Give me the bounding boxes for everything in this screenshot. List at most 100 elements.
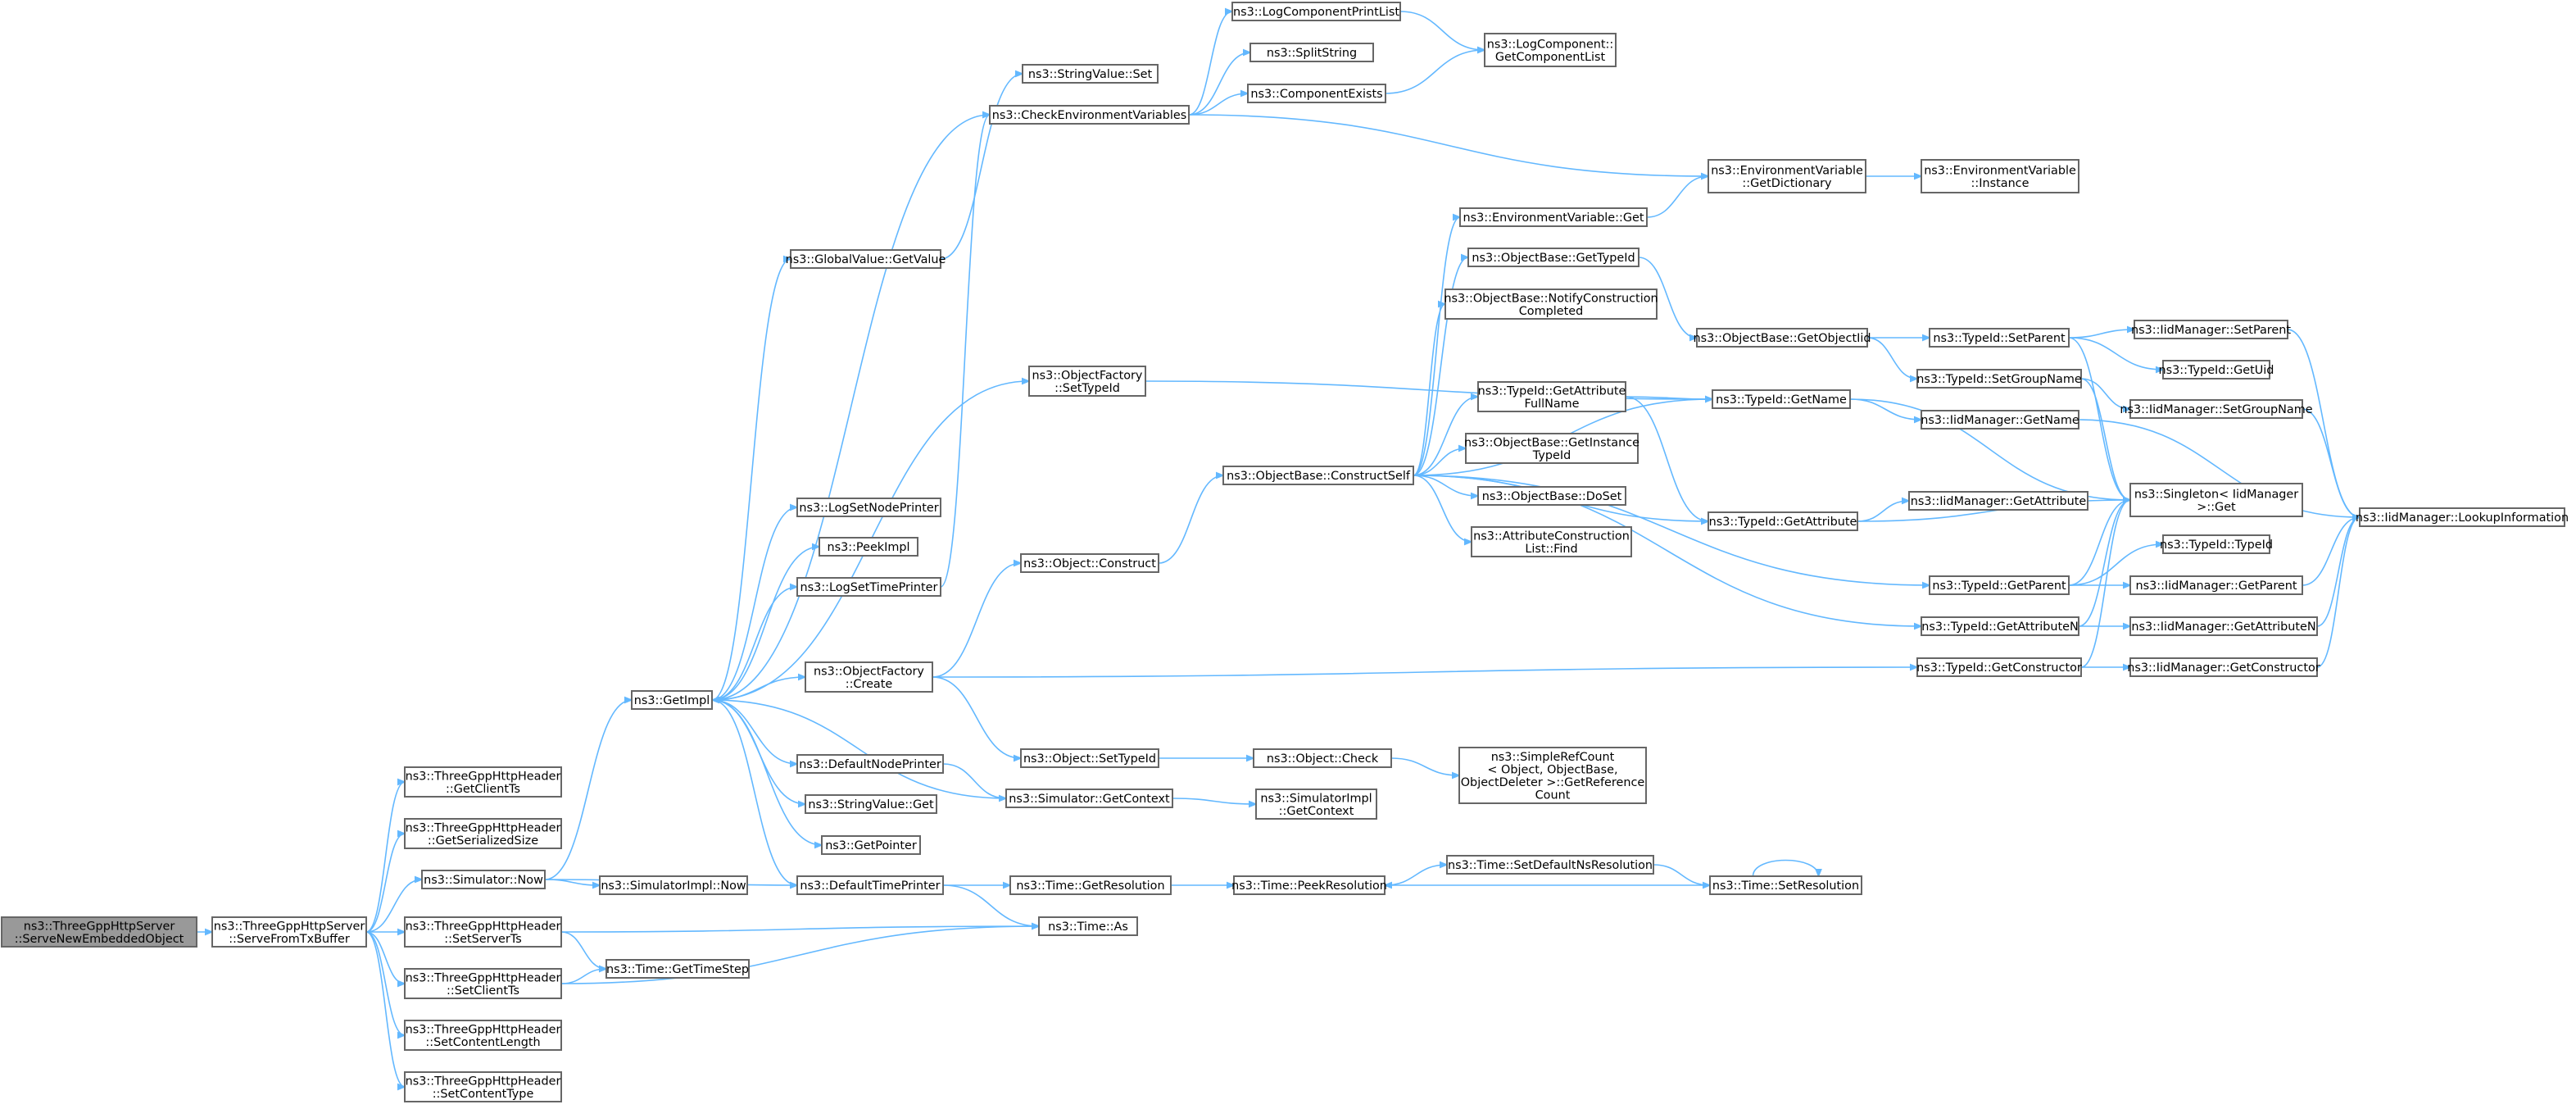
- node-box[interactable]: [1477, 381, 1626, 412]
- node-box[interactable]: [2162, 534, 2270, 554]
- node-box[interactable]: [599, 875, 748, 895]
- node-box[interactable]: [1009, 875, 1172, 895]
- graph-node[interactable]: ns3::LogSetTimePrinter: [796, 577, 941, 597]
- graph-node[interactable]: ns3::ObjectFactory::Create: [805, 661, 933, 693]
- graph-node[interactable]: ns3::ThreeGppHttpHeader::SetContentLengt…: [404, 1020, 562, 1051]
- node-box[interactable]: [1233, 875, 1386, 895]
- graph-node[interactable]: ns3::TypeId::SetParent: [1929, 328, 2070, 348]
- node-box[interactable]: [796, 498, 941, 517]
- node-box[interactable]: [1458, 747, 1647, 804]
- graph-node[interactable]: ns3::TypeId::GetName: [1712, 389, 1851, 409]
- node-box[interactable]: [2129, 483, 2303, 517]
- graph-node[interactable]: ns3::ThreeGppHttpHeader::GetClientTs: [404, 766, 562, 798]
- node-box[interactable]: [805, 661, 933, 693]
- node-box[interactable]: [1231, 2, 1401, 21]
- graph-node[interactable]: ns3::Time::GetTimeStep: [605, 959, 750, 979]
- graph-node[interactable]: ns3::IidManager::GetAttribute: [1908, 491, 2088, 511]
- graph-node[interactable]: ns3::Simulator::Now: [421, 870, 546, 889]
- node-box[interactable]: [1921, 410, 2079, 430]
- node-box[interactable]: [796, 754, 944, 774]
- node-box[interactable]: [1022, 64, 1159, 84]
- graph-node[interactable]: ns3::Singleton< IidManager>::Get: [2129, 483, 2303, 517]
- node-box[interactable]: [2134, 320, 2288, 339]
- graph-node[interactable]: ns3::Time::PeekResolution: [1231, 875, 1387, 895]
- node-box[interactable]: [631, 690, 713, 710]
- graph-node[interactable]: ns3::LogComponentPrintList: [1231, 2, 1401, 21]
- node-box[interactable]: [211, 916, 367, 948]
- graph-node[interactable]: ns3::TypeId::TypeId: [2160, 534, 2273, 554]
- graph-node[interactable]: ns3::Time::SetResolution: [1709, 875, 1862, 895]
- graph-node[interactable]: ns3::LogSetNodePrinter: [796, 498, 941, 517]
- node-box[interactable]: [1471, 526, 1632, 557]
- graph-node[interactable]: ns3::ObjectFactory::SetTypeId: [1028, 366, 1146, 397]
- graph-node[interactable]: ns3::ComponentExists: [1247, 84, 1386, 103]
- graph-node[interactable]: ns3::ThreeGppHttpServer::ServeNewEmbedde…: [1, 916, 197, 948]
- node-box[interactable]: [421, 870, 546, 889]
- node-box[interactable]: [1921, 159, 2079, 193]
- graph-node[interactable]: ns3::ObjectBase::NotifyConstructionCompl…: [1444, 289, 1658, 320]
- graph-node[interactable]: ns3::TypeId::GetAttribute: [1708, 511, 1858, 531]
- graph-node[interactable]: ns3::GlobalValue::GetValue: [786, 249, 946, 269]
- graph-node[interactable]: ns3::SimulatorImpl::GetContext: [1255, 789, 1377, 820]
- graph-node[interactable]: ns3::DefaultNodePrinter: [796, 754, 944, 774]
- node-box[interactable]: [1005, 789, 1173, 808]
- node-box[interactable]: [1916, 657, 2082, 677]
- node-box[interactable]: [1222, 466, 1414, 485]
- node-box[interactable]: [1247, 84, 1386, 103]
- graph-node[interactable]: ns3::IidManager::LookupInformation: [2356, 507, 2569, 527]
- graph-node[interactable]: ns3::IidManager::SetParent: [2131, 320, 2291, 339]
- graph-node[interactable]: ns3::ThreeGppHttpServer::ServeFromTxBuff…: [211, 916, 367, 948]
- graph-node[interactable]: ns3::Time::As: [1038, 916, 1138, 936]
- node-box[interactable]: [819, 537, 918, 557]
- graph-node[interactable]: ns3::Time::SetDefaultNsResolution: [1446, 855, 1654, 875]
- graph-node[interactable]: ns3::IidManager::GetName: [1921, 410, 2079, 430]
- node-box[interactable]: [2162, 360, 2270, 380]
- graph-node[interactable]: ns3::Time::GetResolution: [1009, 875, 1172, 895]
- graph-node[interactable]: ns3::ObjectBase::GetTypeId: [1467, 248, 1639, 267]
- graph-node[interactable]: ns3::Object::Construct: [1020, 553, 1159, 573]
- node-box[interactable]: [1929, 328, 2070, 348]
- graph-node[interactable]: ns3::TypeId::GetParent: [1929, 575, 2070, 595]
- node-box[interactable]: [1020, 748, 1159, 768]
- node-box[interactable]: [1708, 159, 1866, 193]
- node-box[interactable]: [1908, 491, 2088, 511]
- node-box[interactable]: [2129, 657, 2318, 677]
- graph-node[interactable]: ns3::EnvironmentVariable::GetDictionary: [1708, 159, 1866, 193]
- node-box[interactable]: [1444, 289, 1658, 320]
- graph-node[interactable]: ns3::SplitString: [1249, 43, 1374, 62]
- node-box[interactable]: [1459, 207, 1648, 227]
- graph-node[interactable]: ns3::SimulatorImpl::Now: [599, 875, 748, 895]
- node-box[interactable]: [605, 959, 750, 979]
- graph-node[interactable]: ns3::ObjectBase::ConstructSelf: [1222, 466, 1414, 485]
- graph-node[interactable]: ns3::LogComponent::GetComponentList: [1484, 33, 1617, 67]
- graph-node[interactable]: ns3::CheckEnvironmentVariables: [989, 105, 1190, 125]
- node-box[interactable]: [1467, 248, 1639, 267]
- node-box[interactable]: [790, 249, 941, 269]
- node-box[interactable]: [2129, 399, 2303, 419]
- node-box[interactable]: [1465, 433, 1639, 464]
- node-box[interactable]: [1446, 855, 1654, 875]
- node-box[interactable]: [1929, 575, 2070, 595]
- node-box[interactable]: [404, 968, 562, 999]
- graph-node[interactable]: ns3::IidManager::GetParent: [2129, 575, 2303, 595]
- node-box[interactable]: [2129, 575, 2303, 595]
- node-box[interactable]: [1708, 511, 1858, 531]
- graph-node[interactable]: ns3::TypeId::SetGroupName: [1916, 369, 2082, 389]
- node-box[interactable]: [1038, 916, 1138, 936]
- node-box[interactable]: [1921, 616, 2079, 636]
- node-box[interactable]: [1028, 366, 1146, 397]
- graph-node[interactable]: ns3::EnvironmentVariable::Instance: [1921, 159, 2079, 193]
- graph-node[interactable]: ns3::PeekImpl: [819, 537, 918, 557]
- node-box[interactable]: [821, 835, 921, 855]
- graph-node[interactable]: ns3::EnvironmentVariable::Get: [1459, 207, 1648, 227]
- node-box[interactable]: [989, 105, 1190, 125]
- graph-node[interactable]: ns3::GetImpl: [631, 690, 713, 710]
- node-box[interactable]: [2129, 616, 2318, 636]
- node-box[interactable]: [404, 766, 562, 798]
- graph-node[interactable]: ns3::Simulator::GetContext: [1005, 789, 1173, 808]
- node-box[interactable]: [404, 818, 562, 849]
- node-box[interactable]: [1709, 875, 1862, 895]
- node-box[interactable]: [1, 916, 197, 948]
